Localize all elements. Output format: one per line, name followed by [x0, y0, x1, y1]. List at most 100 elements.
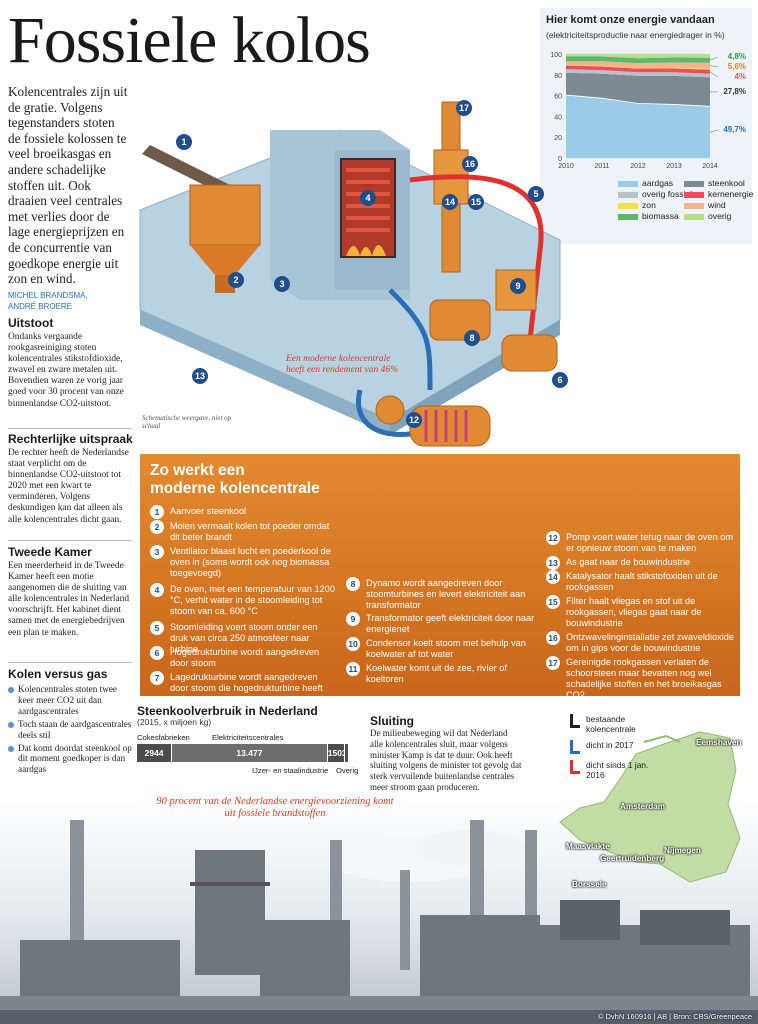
legend-item: aardgas — [618, 178, 673, 189]
step-text: Koelwater komt uit de zee, rivier of koe… — [366, 663, 507, 684]
netherlands-map — [559, 731, 741, 883]
step-text: Aanvoer steenkool — [170, 506, 247, 516]
step-number: 6 — [150, 646, 164, 660]
legend-item: biomassa — [618, 211, 679, 222]
coal-chart-title: Steenkoolverbruik in Nederland — [137, 704, 318, 718]
list-item: Kolencentrales stoten twee keer meer CO2… — [8, 684, 132, 717]
x-tick-label: 2013 — [666, 163, 682, 170]
x-tick-label: 2010 — [558, 163, 574, 170]
step-text: Filter haalt vliegas en stof uit de rook… — [566, 596, 702, 628]
step-text: Dynamo wordt aangedreven door stoomturbi… — [366, 578, 526, 610]
city-label: Nijmegen — [664, 846, 701, 855]
step-text: Stoomleiding voert stoom onder een druk … — [170, 622, 318, 654]
legend-swatch — [618, 213, 638, 220]
scheme-note: Schematische weergave, niet op schaal — [142, 414, 232, 430]
marker-label: 12 — [409, 415, 419, 425]
y-tick-label: 20 — [554, 135, 562, 142]
legend-swatch — [618, 202, 638, 209]
legend-label: overig fossiel — [642, 189, 693, 199]
step-text: Gereinigde rookgassen verlaten de schoor… — [566, 657, 722, 700]
step-text: Hogedrukturbine wordt aangedreven door s… — [170, 647, 320, 668]
label-leader — [709, 129, 719, 133]
marker-label: 1 — [181, 137, 186, 147]
marker-label: 4 — [365, 193, 370, 203]
legend-swatch — [684, 213, 704, 220]
step-text: Molen vermaalt kolen tot poeder omdat di… — [170, 521, 330, 542]
power-plant-diagram: 1 2 3 4 5 6 7 8 9 10 11 12 13 14 15 16 1… — [139, 100, 568, 447]
step-text: Katalysator haalt stikstofoxiden uit de … — [566, 571, 718, 592]
legend-label: zon — [642, 200, 656, 210]
coal-bar — [345, 744, 348, 762]
marker-label: 16 — [465, 159, 475, 169]
coal-category-label: Cokesfabrieken — [137, 733, 190, 742]
step-number: 8 — [346, 577, 360, 591]
step-text: Ontzwavelinginstallatie zet zwaveldioxid… — [566, 632, 735, 653]
city-label: Maasvlakte — [566, 842, 610, 851]
step-number: 16 — [546, 631, 560, 645]
byline: MICHEL BRANDSMA, ANDRÉ BROERE — [8, 290, 130, 312]
step-number: 14 — [546, 570, 560, 584]
step-number: 10 — [346, 637, 360, 651]
data-label: 27,8% — [723, 87, 746, 96]
how-it-works-title-line: moderne kolencentrale — [150, 480, 320, 497]
y-tick-label: 80 — [554, 73, 562, 80]
list-item: Dat komt doordat steenkool op dit moment… — [8, 743, 132, 776]
legend-swatch — [684, 180, 704, 187]
legend-label: kernenergie — [708, 189, 754, 199]
marker-label: 5 — [533, 189, 538, 199]
legend-item: overig fossiel — [618, 189, 692, 200]
step-text: Pomp voert water terug naar de oven om e… — [566, 532, 733, 553]
marker-label: 17 — [459, 103, 469, 113]
list-item: Toch staan de aardgascentrales deels sti… — [8, 719, 132, 741]
map-legend-label: dicht sinds 1 jan. 2016 — [586, 760, 649, 780]
legend-swatch — [684, 191, 704, 198]
legend-item: zon — [618, 200, 656, 211]
y-tick-label: 0 — [558, 156, 562, 163]
step-item: 6 Hogedrukturbine wordt aangedreven door … — [150, 646, 336, 669]
marker-label: 9 — [515, 281, 520, 291]
efficiency-note: Een moderne kolencentrale heeft een rend… — [286, 354, 399, 375]
area-series-kernenergie — [566, 65, 710, 74]
city-label: Borssele — [572, 880, 607, 889]
coal-bar: 1503 — [327, 744, 347, 762]
step-number: 4 — [150, 583, 164, 597]
step-number: 12 — [546, 531, 560, 545]
step-number: 17 — [546, 656, 560, 670]
step-number: 15 — [546, 595, 560, 609]
divider — [8, 540, 132, 541]
step-text: Ventilator blaast lucht en poederkool de… — [170, 546, 331, 578]
step-text: Condensor koelt stoom met behulp van koe… — [366, 638, 526, 659]
map-legend-item: dicht sinds 1 jan. 2016 — [570, 760, 690, 780]
step-item: 14 Katalysator haalt stikstofoxiden uit d… — [546, 570, 734, 593]
marker-2: 2 — [228, 272, 244, 288]
step-item: 16 Ontzwavelinginstallatie zet zwaveldiox… — [546, 631, 735, 654]
step-number: 5 — [150, 621, 164, 635]
intro-text: Kolencentrales zijn uit de gratie. Volge… — [8, 84, 128, 287]
coal-category-label: Elektriciteitscentrales — [212, 733, 284, 742]
y-tick-label: 60 — [554, 94, 562, 101]
legend-swatch — [618, 180, 638, 187]
map-legend-item: bestaande kolencentrale — [570, 714, 690, 734]
marker-3: 3 — [274, 276, 290, 292]
legend-swatch — [618, 191, 638, 198]
step-number: 9 — [346, 612, 360, 626]
marker-12: 12 — [406, 412, 422, 428]
step-number: 13 — [546, 556, 560, 570]
marker-17: 17 — [456, 100, 472, 116]
series-boundary — [565, 94, 711, 107]
how-it-works-title-line: Zo werkt een — [150, 462, 245, 479]
credit-line: © DvhN 160916 | AB | Bron: CBS/Greenpeac… — [597, 1012, 752, 1021]
marker-6: 6 — [552, 372, 568, 388]
area-series-zon — [566, 65, 710, 70]
section-head-kolen-gas: Kolen versus gas — [8, 667, 108, 681]
area-series-wind — [566, 61, 710, 69]
data-label: 4,8% — [728, 52, 746, 61]
marker-16: 16 — [462, 156, 478, 172]
step-text: Transformator geeft elektriciteit door n… — [366, 613, 535, 634]
